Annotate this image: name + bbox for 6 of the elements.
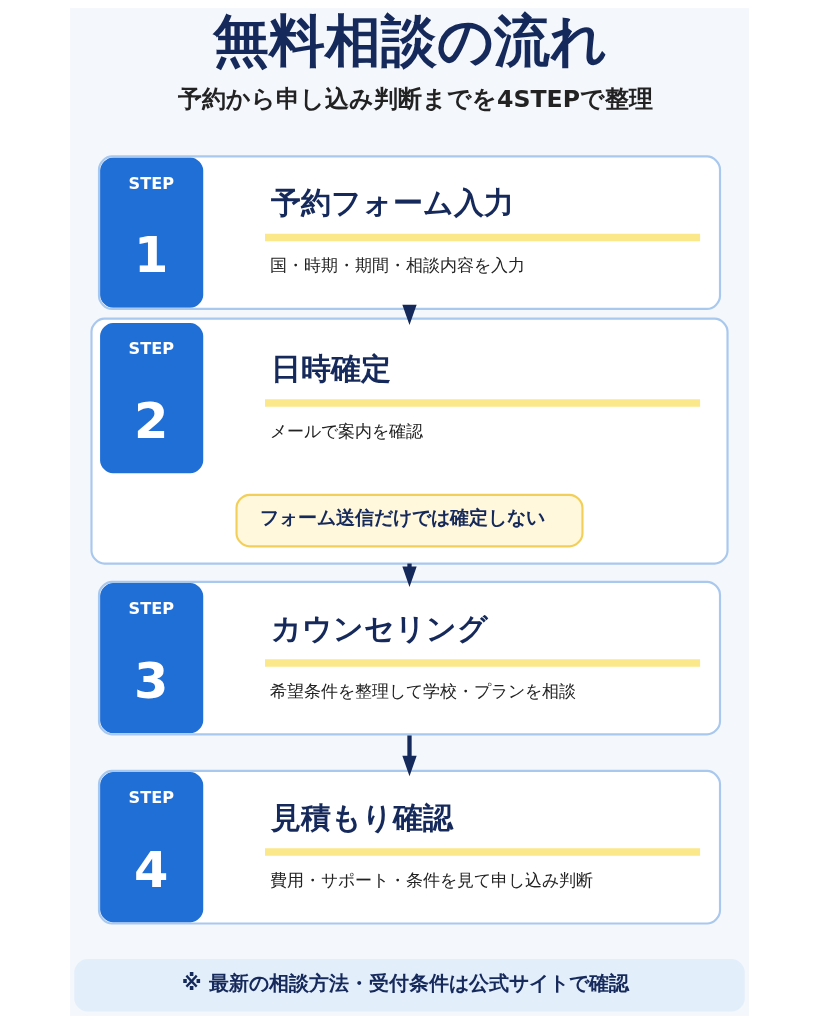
node-box: フォーム送信だけでは確定しない (235, 493, 584, 548)
label: 予約から申し込み判断までを4STEPで整理 (177, 84, 654, 113)
diagram-title: 無料相談の流れ (212, 8, 607, 74)
arrow (402, 735, 417, 777)
label: ※ 最新の相談方法・受付条件は公式サイトで確認 (181, 970, 629, 995)
arrow (402, 304, 417, 326)
